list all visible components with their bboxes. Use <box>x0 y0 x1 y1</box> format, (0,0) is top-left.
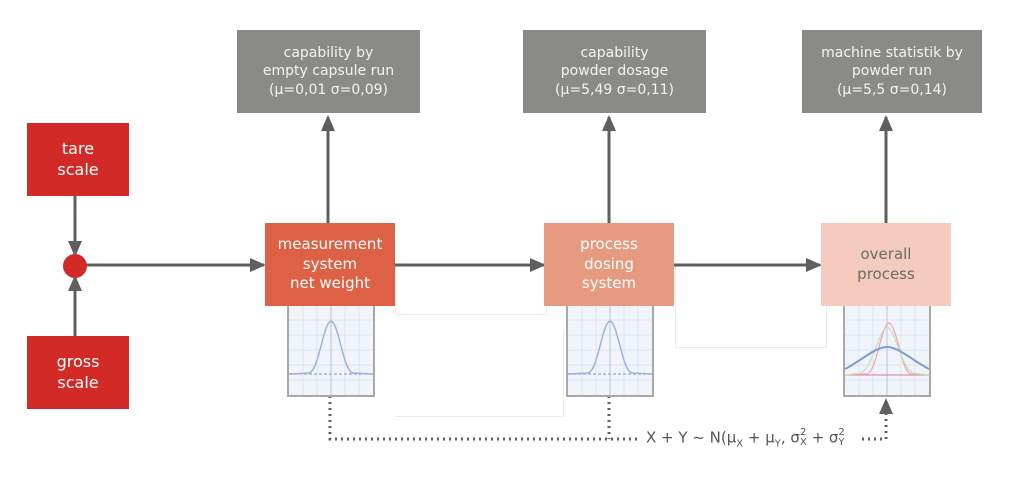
stat-box-line: powder run <box>851 63 933 80</box>
narrow-curve-pink <box>845 322 929 376</box>
formula-text: , σ <box>780 428 800 447</box>
formula-sub: X <box>799 437 807 448</box>
stat-box-line: machine statistik by <box>821 45 963 62</box>
stat-box-line: (μ=5,5 σ=0,14) <box>836 81 948 98</box>
dotted-path-left <box>328 396 640 441</box>
stat-box-line: powder dosage <box>560 63 669 80</box>
dotted-path-right <box>862 398 893 441</box>
formula-text: X + Y ~ N(μ <box>646 428 737 447</box>
junction-node <box>63 254 87 278</box>
gross-scale-label: scale <box>57 372 99 392</box>
normal-curve <box>568 320 652 375</box>
normal-curve <box>289 320 373 375</box>
distribution-thumbnail-dosing <box>566 305 654 397</box>
stat-box-line: (μ=5,49 σ=0,11) <box>555 81 674 98</box>
formula-sup: 2 <box>838 427 845 438</box>
distribution-thumbnail-measurement <box>287 305 375 397</box>
process-label: process <box>857 264 915 283</box>
narrow-curve-green <box>845 326 929 376</box>
stat-box-line: capability <box>580 45 649 62</box>
combined-curve-plot <box>845 305 929 395</box>
stat-box-line: (μ=0,01 σ=0,09) <box>269 81 388 98</box>
stat-box-line: capability by <box>283 45 374 62</box>
process-label: dosing <box>584 254 634 273</box>
formula-sup: 2 <box>799 427 807 438</box>
formula-text: + μ <box>743 428 775 447</box>
formula-sub: Y <box>838 437 845 448</box>
tare-scale-label: scale <box>57 159 99 179</box>
wide-curve-blue <box>845 345 929 370</box>
normal-curve-plot <box>568 305 652 395</box>
distribution-thumbnail-overall <box>843 305 931 397</box>
process-label: process <box>580 235 638 254</box>
gross-scale-label: gross <box>56 351 100 371</box>
process-label: measurement <box>277 235 383 254</box>
formula-sub: X <box>736 438 744 450</box>
tare-scale-label: tare <box>61 138 95 158</box>
formula-sub: Y <box>774 438 781 450</box>
stat-box-line: empty capsule run <box>262 63 395 80</box>
process-label: system <box>581 274 637 293</box>
process-label: system <box>302 254 358 273</box>
normal-curve-plot <box>289 305 373 395</box>
process-label: overall <box>860 245 912 263</box>
background-frame <box>395 330 564 417</box>
formula-text: + σ <box>806 428 839 447</box>
process-label: net weight <box>290 274 370 293</box>
